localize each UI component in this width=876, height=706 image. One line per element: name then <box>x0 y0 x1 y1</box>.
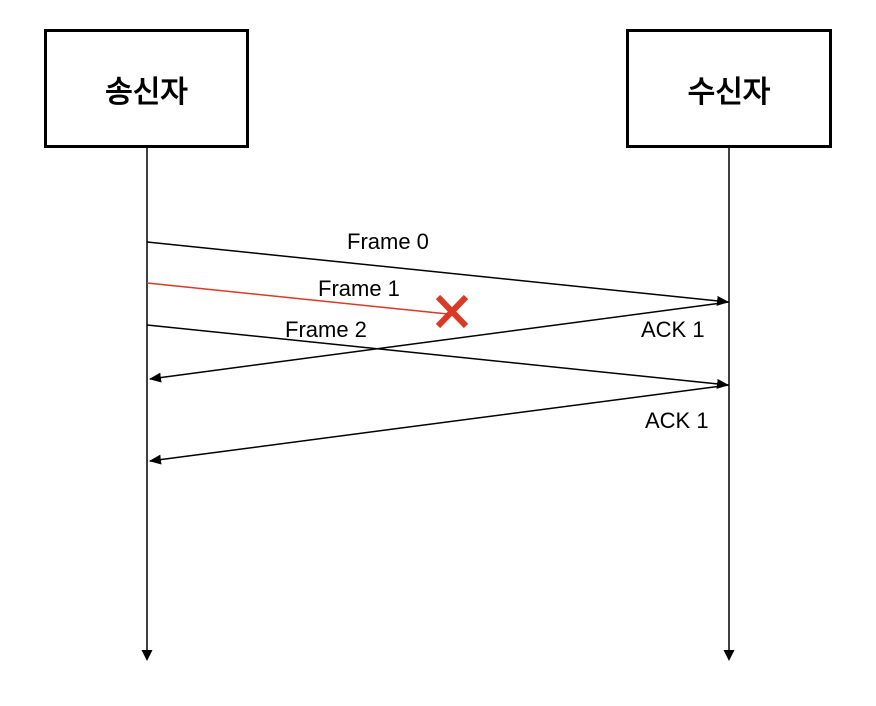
sender-box: 송신자 <box>44 29 249 148</box>
ack1-second-label: ACK 1 <box>645 408 709 433</box>
receiver-lifeline-arrowhead <box>723 650 735 661</box>
ack1-second-arrow <box>149 384 730 465</box>
ack1-first-label: ACK 1 <box>641 317 705 342</box>
ack1-first-arrow <box>149 301 730 383</box>
receiver-label: 수신자 <box>687 74 771 110</box>
frame0-arrow <box>146 241 729 306</box>
receiver-box: 수신자 <box>626 29 832 148</box>
frame1-label: Frame 1 <box>318 276 400 301</box>
frame1-line <box>146 282 449 315</box>
cross-icon <box>435 294 469 329</box>
sender-label: 송신자 <box>105 74 188 110</box>
frame2-arrow <box>146 324 729 389</box>
sender-lifeline-arrowhead <box>141 650 153 661</box>
frame0-label: Frame 0 <box>347 229 429 254</box>
frame2-label: Frame 2 <box>285 317 367 342</box>
